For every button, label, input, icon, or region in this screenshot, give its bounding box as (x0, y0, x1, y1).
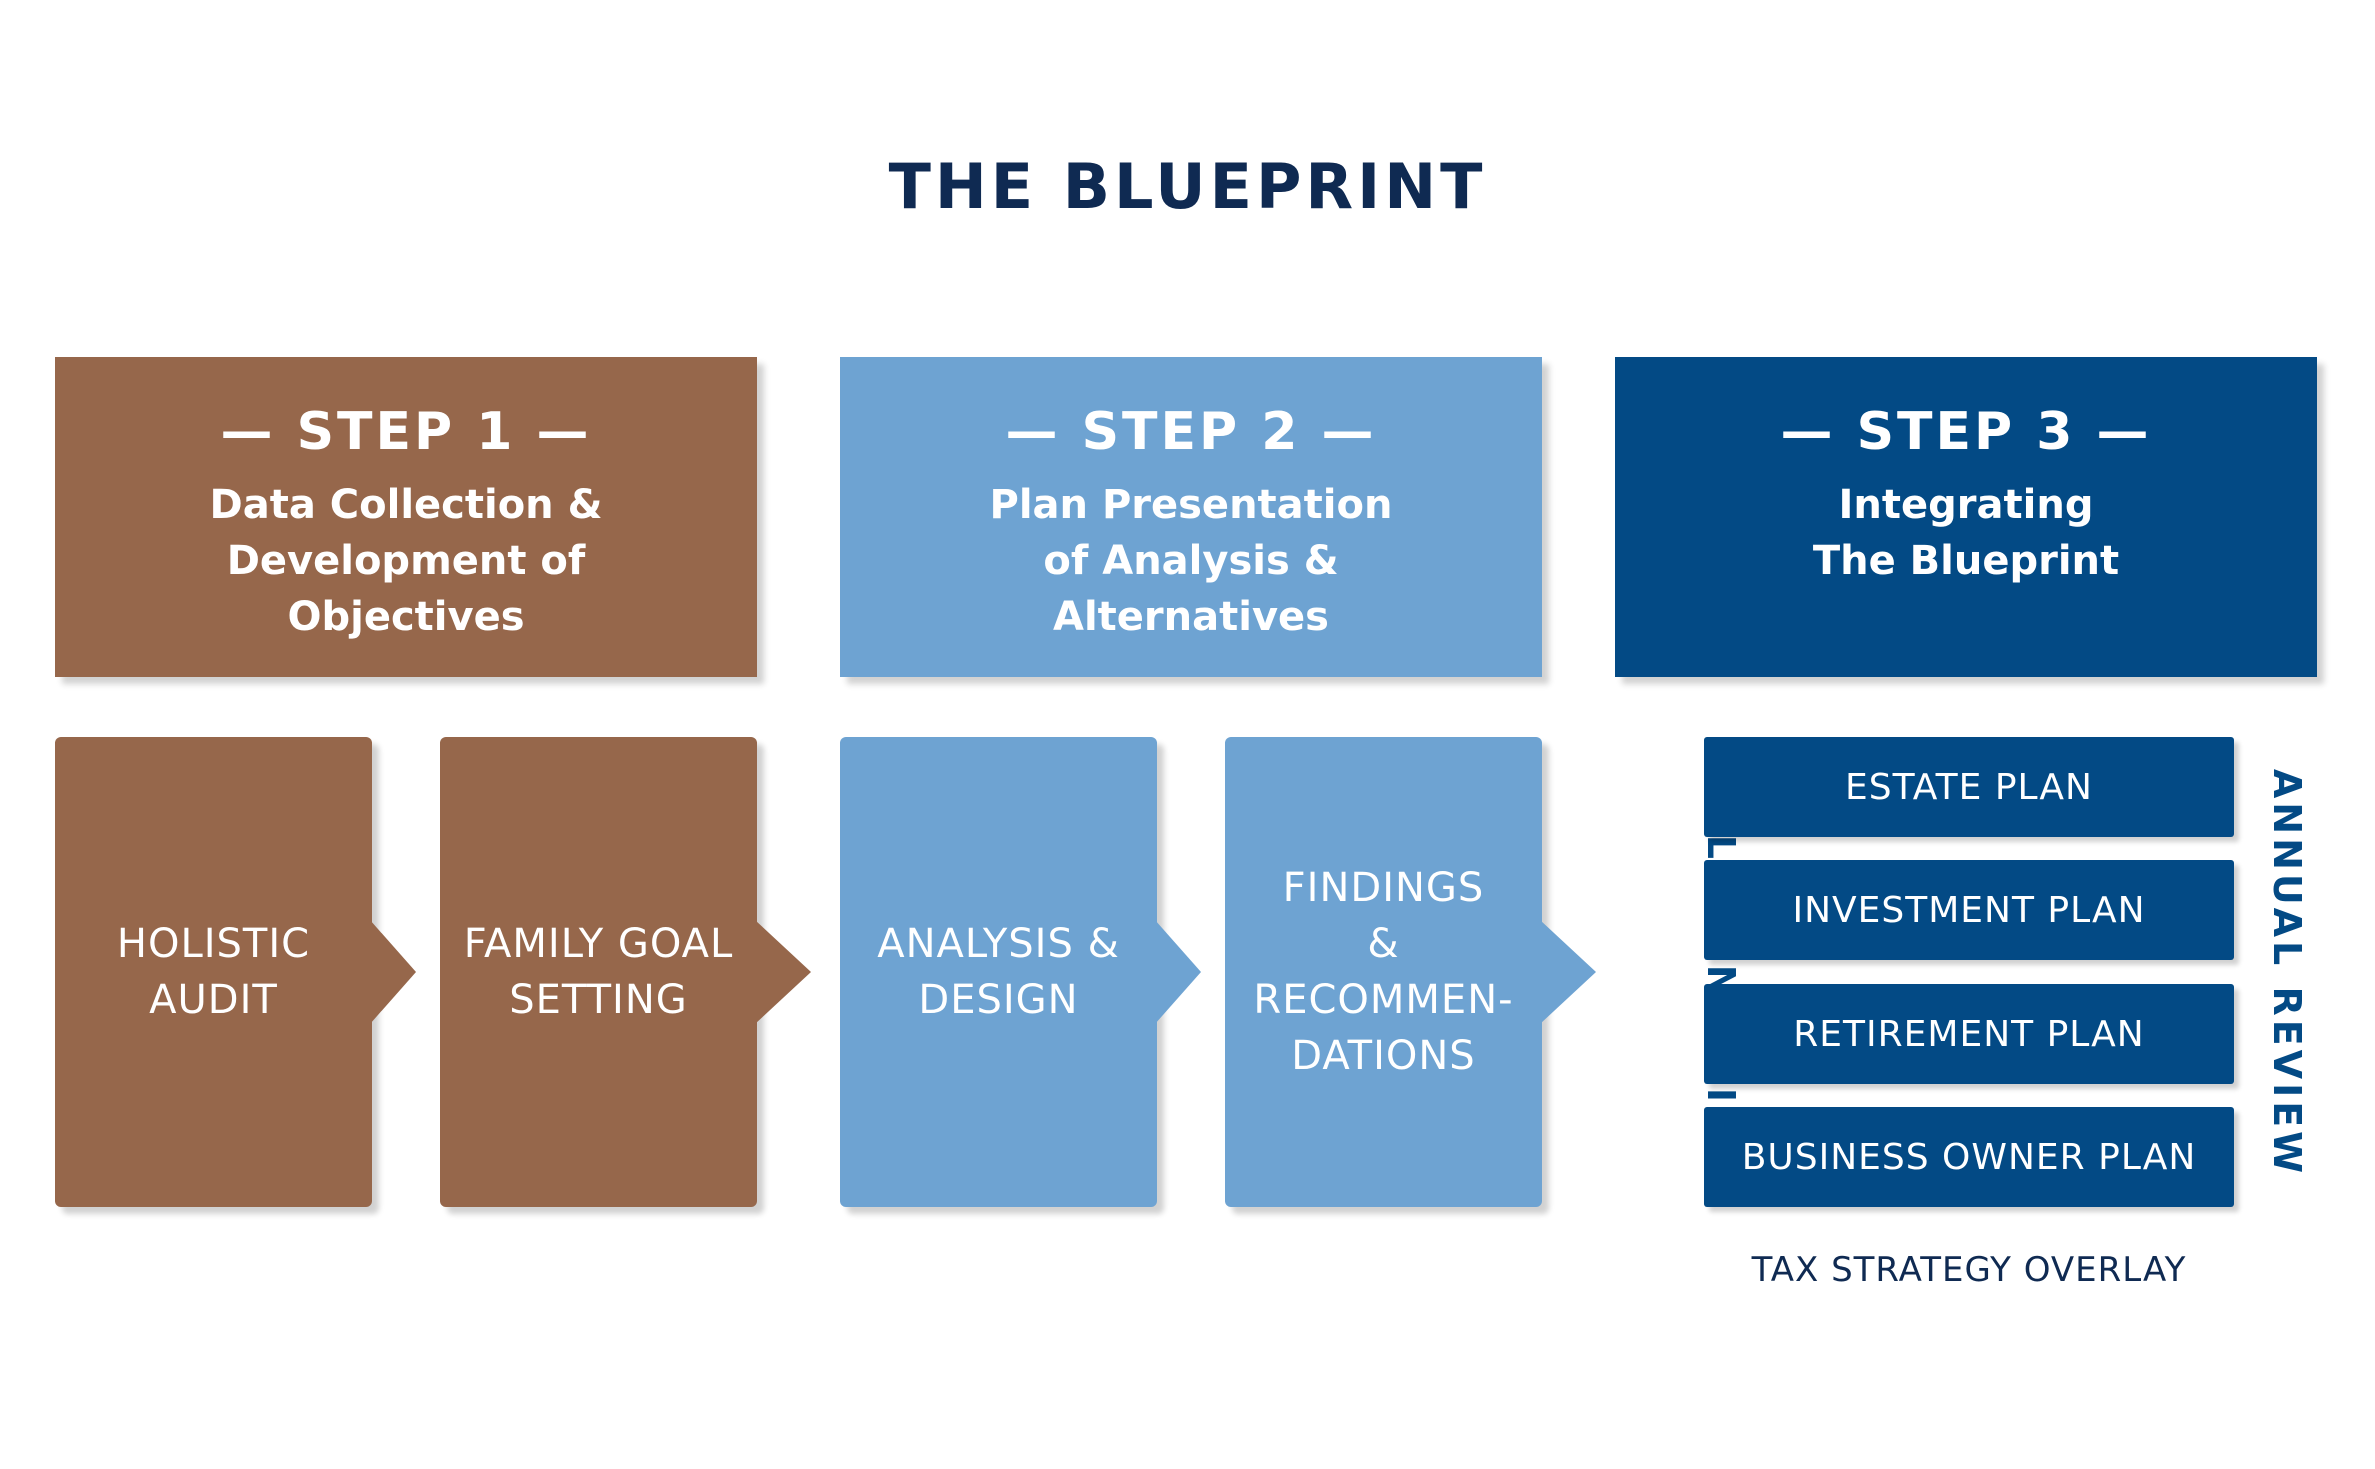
step-1-box: — STEP 1 — Data Collection & Development… (55, 357, 757, 677)
step-2-desc-line: Plan Presentation (989, 482, 1393, 528)
step-3-description: Integrating The Blueprint (1615, 477, 2317, 589)
step-2-heading: — STEP 2 — (1005, 402, 1377, 462)
step-1-desc-line: Data Collection & (209, 482, 603, 528)
step-3-heading: — STEP 3 — (1780, 402, 2152, 462)
plan-estate: ESTATE PLAN (1704, 737, 2234, 837)
step-1-heading: — STEP 1 — (220, 402, 592, 462)
step-2-desc-line: Alternatives (1053, 594, 1329, 640)
arrow-right-icon (1155, 920, 1201, 1024)
step-3-box: — STEP 3 — Integrating The Blueprint (1615, 357, 2317, 677)
diagram-title: THE BLUEPRINT (888, 150, 1487, 223)
card-line: & (1367, 921, 1400, 967)
step-2-box: — STEP 2 — Plan Presentation of Analysis… (840, 357, 1542, 677)
card-text: FINDINGS & RECOMMEN- DATIONS (1253, 860, 1513, 1084)
arrow-right-icon (370, 920, 416, 1024)
card-line: ANALYSIS & (877, 921, 1120, 967)
card-line: AUDIT (149, 977, 278, 1023)
plan-investment: INVESTMENT PLAN (1704, 860, 2234, 960)
card-line: RECOMMEN- (1253, 977, 1514, 1023)
card-text: FAMILY GOAL SETTING (464, 916, 734, 1028)
card-text: HOLISTIC AUDIT (117, 916, 310, 1028)
card-findings-recommendations: FINDINGS & RECOMMEN- DATIONS (1225, 737, 1542, 1207)
step-1-desc-line: Development of (226, 538, 586, 584)
card-text: ANALYSIS & DESIGN (877, 916, 1120, 1028)
card-line: FINDINGS (1282, 865, 1485, 911)
card-family-goal-setting: FAMILY GOAL SETTING (440, 737, 757, 1207)
step-3-desc-line: Integrating (1838, 482, 2094, 528)
card-line: DATIONS (1291, 1033, 1476, 1079)
tax-strategy-overlay-label: TAX STRATEGY OVERLAY (1751, 1250, 2187, 1290)
step-3-desc-line: The Blueprint (1812, 538, 2120, 584)
step-2-description: Plan Presentation of Analysis & Alternat… (840, 477, 1542, 645)
card-holistic-audit: HOLISTIC AUDIT (55, 737, 372, 1207)
card-line: FAMILY GOAL (463, 921, 734, 967)
card-line: HOLISTIC (116, 921, 311, 967)
arrow-right-icon (1540, 920, 1596, 1024)
annual-review-label: ANNUAL REVIEW (2265, 768, 2309, 1178)
card-line: SETTING (509, 977, 688, 1023)
arrow-right-icon (755, 920, 811, 1024)
plan-retirement: RETIREMENT PLAN (1704, 984, 2234, 1084)
card-line: DESIGN (918, 977, 1079, 1023)
step-1-description: Data Collection & Development of Objecti… (55, 477, 757, 645)
plan-business-owner: BUSINESS OWNER PLAN (1704, 1107, 2234, 1207)
step-2-desc-line: of Analysis & (1043, 538, 1339, 584)
card-analysis-design: ANALYSIS & DESIGN (840, 737, 1157, 1207)
step-1-desc-line: Objectives (287, 594, 525, 640)
